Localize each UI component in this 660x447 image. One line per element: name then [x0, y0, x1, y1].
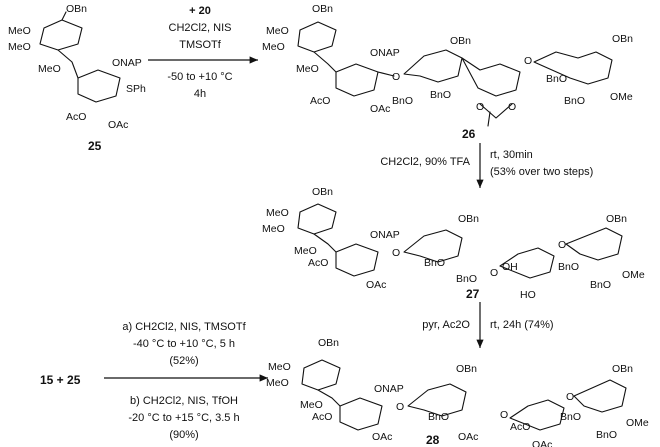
bno-28c: BnO [596, 429, 617, 441]
aco-27: AcO [308, 257, 328, 269]
onap-26: ONAP [370, 47, 400, 59]
bno-27a: BnO [424, 257, 445, 269]
ome-27: OMe [622, 269, 645, 281]
bno-27c: BnO [558, 261, 579, 273]
meo-label: MeO [8, 25, 31, 37]
step4-b2: -20 °C to +15 °C, 3.5 h [128, 412, 239, 424]
meo-27a: MeO [266, 207, 289, 219]
o-link-28c: O [566, 391, 574, 403]
meo-28c: MeO [300, 399, 323, 411]
obn-28b: OBn [456, 363, 477, 375]
onap-28: ONAP [374, 383, 404, 395]
onap-label: ONAP [112, 57, 142, 69]
obn-27c: OBn [606, 213, 627, 225]
o-26b: O [508, 101, 516, 113]
meo-label-2: MeO [8, 41, 31, 53]
meo-27b: MeO [262, 223, 285, 235]
ome-26: OMe [610, 91, 633, 103]
aco-28b: AcO [510, 421, 530, 433]
meo-26c: MeO [296, 63, 319, 75]
step1-cond4: 4h [194, 88, 206, 100]
oac-label: OAc [108, 119, 128, 131]
step4-a3: (52%) [169, 355, 198, 367]
step1-cond2: TMSOTf [179, 39, 221, 51]
step4-a1: a) CH2Cl2, NIS, TMSOTf [122, 321, 246, 333]
obn-28a: OBn [318, 337, 339, 349]
o-link-26a: O [392, 71, 400, 83]
compound-27-structure: OBn MeO MeO MeO ONAP AcO OAc O OBn BnO B… [262, 186, 645, 301]
obn-label: OBn [66, 3, 87, 15]
step4-b1: b) CH2Cl2, NIS, TfOH [130, 395, 238, 407]
obn-26b: OBn [450, 35, 471, 47]
ome-28: OMe [626, 417, 649, 429]
compound-25-structure: OBn MeO MeO MeO ONAP SPh AcO OAc 25 [8, 3, 146, 153]
compound-26-label: 26 [462, 127, 476, 141]
step4-reactants: 15 + 25 [40, 373, 81, 387]
obn-27b: OBn [458, 213, 479, 225]
aco-28: AcO [312, 411, 332, 423]
compound-25-label: 25 [88, 139, 102, 153]
step1-reagent: + 20 [189, 5, 211, 17]
compound-26-structure: OBn MeO MeO MeO ONAP AcO OAc O OBn BnO B… [262, 3, 633, 141]
step3-right: rt, 24h (74%) [490, 319, 554, 331]
step1-cond1: CH2Cl2, NIS [169, 22, 232, 34]
o-link-28a: O [396, 401, 404, 413]
compound-27-label: 27 [466, 287, 480, 301]
meo-26a: MeO [266, 25, 289, 37]
o-link-27c: O [558, 239, 566, 251]
bno-28b: BnO [560, 411, 581, 423]
meo-28b: MeO [266, 377, 289, 389]
oac-27: OAc [366, 279, 386, 291]
compound-28-structure: OBn MeO MeO MeO ONAP AcO OAc O OBn BnO O… [266, 337, 649, 447]
bno-28a: BnO [428, 411, 449, 423]
o-link-28b: O [500, 409, 508, 421]
o-link-26b: O [524, 55, 532, 67]
bno-26a: BnO [392, 95, 413, 107]
o-link-27a: O [392, 247, 400, 259]
compound-28-label: 28 [426, 433, 440, 447]
step2-left: CH2Cl2, 90% TFA [380, 156, 470, 168]
meo-28a: MeO [268, 361, 291, 373]
oh-27: OH [502, 261, 518, 273]
onap-27: ONAP [370, 229, 400, 241]
bno-26b: BnO [430, 89, 451, 101]
meo-26b: MeO [262, 41, 285, 53]
step4-a2: -40 °C to +10 °C, 5 h [133, 338, 235, 350]
obn-27a: OBn [312, 186, 333, 198]
obn-26a: OBn [312, 3, 333, 15]
obn-26c: OBn [612, 33, 633, 45]
step4-b3: (90%) [169, 429, 198, 441]
obn-28c: OBn [612, 363, 633, 375]
o-26a: O [476, 101, 484, 113]
aco-label: AcO [66, 111, 86, 123]
step2-right2: (53% over two steps) [490, 166, 593, 178]
bno-26c: BnO [546, 73, 567, 85]
step1-cond3: -50 to +10 °C [167, 71, 232, 83]
step3-left: pyr, Ac2O [422, 319, 470, 331]
aco-26: AcO [310, 95, 330, 107]
bno-27b: BnO [456, 273, 477, 285]
oac-28a: OAc [372, 431, 392, 443]
oac-28b: OAc [458, 431, 478, 443]
oac-28c: OAc [532, 439, 552, 447]
oac-26: OAc [370, 103, 390, 115]
meo-label-3: MeO [38, 63, 61, 75]
meo-27c: MeO [294, 245, 317, 257]
bno-26d: BnO [564, 95, 585, 107]
o-link-27b: O [490, 267, 498, 279]
step2-right1: rt, 30min [490, 149, 533, 161]
ho-27: HO [520, 289, 536, 301]
sph-label: SPh [126, 83, 146, 95]
bno-27d: BnO [590, 279, 611, 291]
